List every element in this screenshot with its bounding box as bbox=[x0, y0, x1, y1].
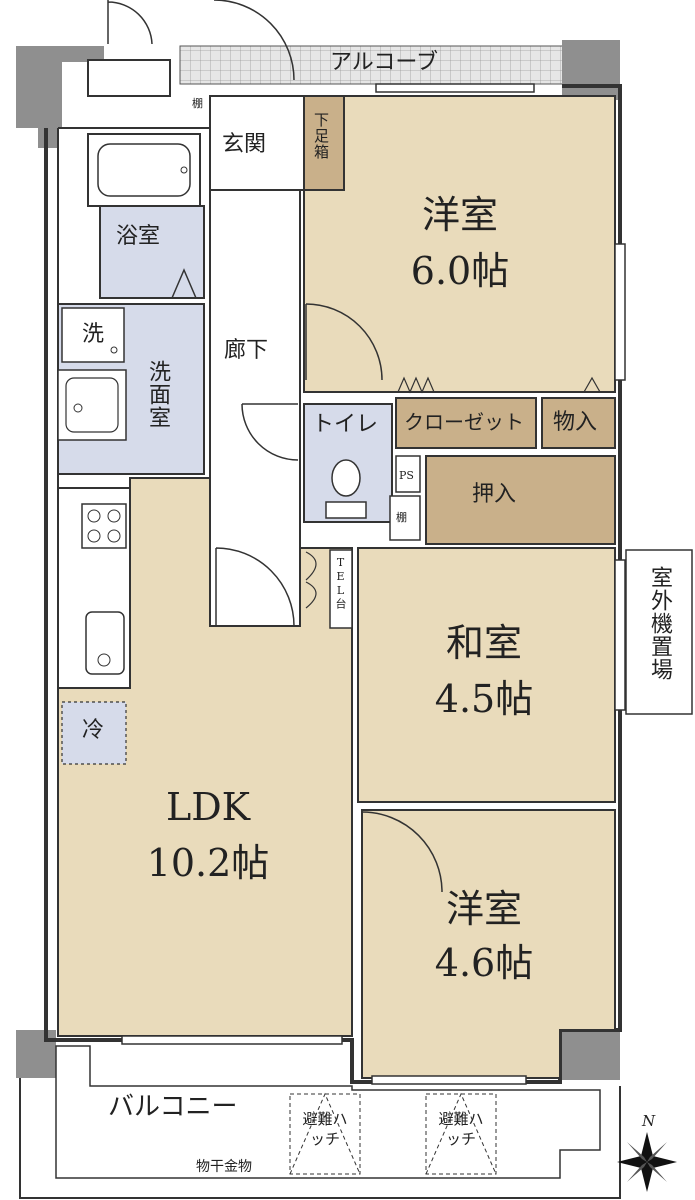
ldk-name: LDK bbox=[165, 785, 251, 829]
tel-stand bbox=[329, 549, 353, 629]
corridor-label: 廊下 bbox=[224, 338, 269, 363]
shelf-box-2 bbox=[389, 495, 421, 541]
closet-label: クローゼット bbox=[404, 410, 524, 434]
stove-icon bbox=[81, 503, 127, 549]
corridor-floor bbox=[209, 189, 301, 627]
shelf-label-2: 棚 bbox=[396, 511, 407, 524]
western-room-2-name: 洋室 bbox=[445, 887, 522, 931]
bath-floor bbox=[99, 205, 205, 299]
western-room-2-floor bbox=[361, 809, 616, 1079]
washitsu-size: 4.5帖 bbox=[434, 677, 534, 721]
drying-hardware-label: 物干金物 bbox=[196, 1159, 252, 1175]
windows bbox=[121, 83, 626, 1085]
compass-north-label: N bbox=[642, 1112, 656, 1130]
bath-label: 浴室 bbox=[116, 224, 161, 249]
shelf-label-1: 棚 bbox=[192, 97, 203, 110]
toilet-label: トイレ bbox=[312, 412, 379, 437]
storage-label: 物入 bbox=[553, 410, 598, 435]
hatch-2-label: 避難ハッチ bbox=[438, 1110, 484, 1148]
washer-label: 洗 bbox=[82, 322, 105, 347]
shoe-box-label: 下足箱 bbox=[312, 112, 330, 160]
genkan-label: 玄関 bbox=[222, 132, 267, 157]
western-room-2-size: 4.6帖 bbox=[434, 941, 534, 985]
ps-label: PS bbox=[399, 469, 414, 482]
tel-label: TEL台 bbox=[334, 556, 347, 610]
alcove-label: アルコーブ bbox=[330, 50, 439, 75]
compass-icon bbox=[617, 1132, 677, 1192]
oshiire-label: 押入 bbox=[472, 482, 517, 507]
door-swings bbox=[107, 0, 443, 893]
outdoor-unit-label: 室外機置場 bbox=[647, 566, 672, 681]
hatch-1 bbox=[289, 1093, 361, 1175]
balcony-label: バルコニー bbox=[108, 1092, 238, 1122]
outdoor-unit-area bbox=[625, 549, 693, 715]
ps-box bbox=[395, 455, 421, 493]
oshiire-floor bbox=[425, 455, 616, 545]
closet-floor bbox=[395, 397, 537, 449]
storage-floor bbox=[541, 397, 616, 449]
washitsu-name: 和室 bbox=[445, 621, 522, 665]
western-room-1-size: 6.0帖 bbox=[410, 249, 510, 293]
fridge-label: 冷 bbox=[82, 718, 105, 743]
sink-icon bbox=[85, 611, 125, 675]
washroom-label: 洗面室 bbox=[145, 360, 170, 429]
fridge-area bbox=[61, 701, 127, 765]
storage-top bbox=[87, 59, 171, 97]
western-room-1-name: 洋室 bbox=[421, 193, 498, 237]
washitsu-floor bbox=[357, 547, 616, 803]
toilet-icon bbox=[325, 459, 367, 519]
ldk-size: 10.2帖 bbox=[146, 841, 270, 885]
alcove-area bbox=[179, 45, 566, 85]
western-room-1-floor bbox=[303, 95, 616, 393]
genkan-floor bbox=[209, 95, 305, 191]
shoe-box-floor bbox=[303, 95, 345, 191]
hatch-1-label: 避難ハッチ bbox=[302, 1110, 348, 1148]
